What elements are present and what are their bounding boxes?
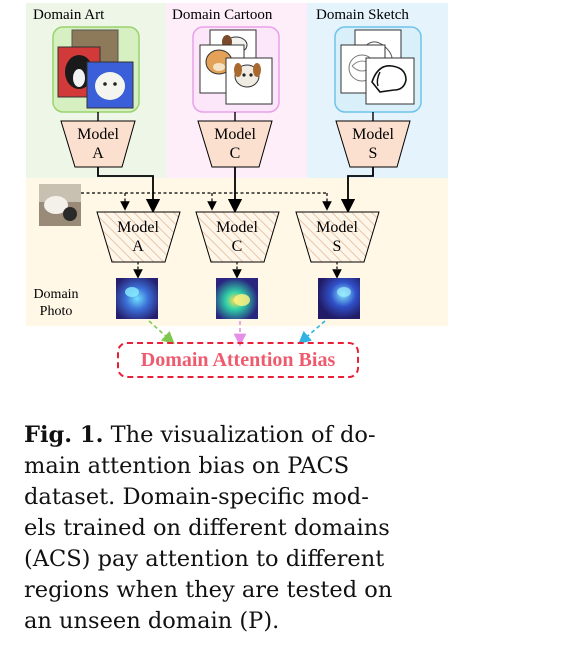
figure-caption: Fig. 1. The visualization of do- main at…	[24, 420, 428, 637]
domain-attention-bias-box: Domain Attention Bias	[117, 342, 359, 378]
caption-line-4: els trained on different domains	[24, 515, 390, 541]
model-a-bottom	[96, 211, 181, 263]
label-domain-sketch: Domain Sketch	[316, 7, 409, 23]
domain-attention-bias-label: Domain Attention Bias	[140, 348, 336, 371]
heatmap-s	[318, 278, 360, 319]
caption-line-6: regions when they are tested on	[24, 577, 393, 603]
label-domain-cartoon: Domain Cartoon	[172, 7, 273, 23]
heatmap-a	[116, 278, 158, 319]
figure: Domain Art Domain Cartoon Domain Sketch …	[26, 3, 448, 378]
caption-line-3: dataset. Domain-specific mod-	[24, 484, 369, 510]
label-domain-art: Domain Art	[33, 7, 105, 23]
caption-line-7: an unseen domain (P).	[24, 608, 280, 634]
caption-line-2: main attention bias on PACS	[24, 453, 350, 479]
caption-line-5: (ACS) pay attention to different	[24, 546, 385, 572]
model-a-top	[60, 120, 136, 168]
caption-line-1: Fig. 1. The visualization of do-	[24, 422, 376, 448]
figure-diagram	[26, 3, 448, 347]
model-s-top	[335, 120, 411, 168]
caption-fig-label: Fig. 1.	[24, 422, 104, 448]
model-c-top	[197, 120, 273, 168]
model-s-bottom	[295, 211, 380, 263]
model-c-bottom	[195, 211, 280, 263]
